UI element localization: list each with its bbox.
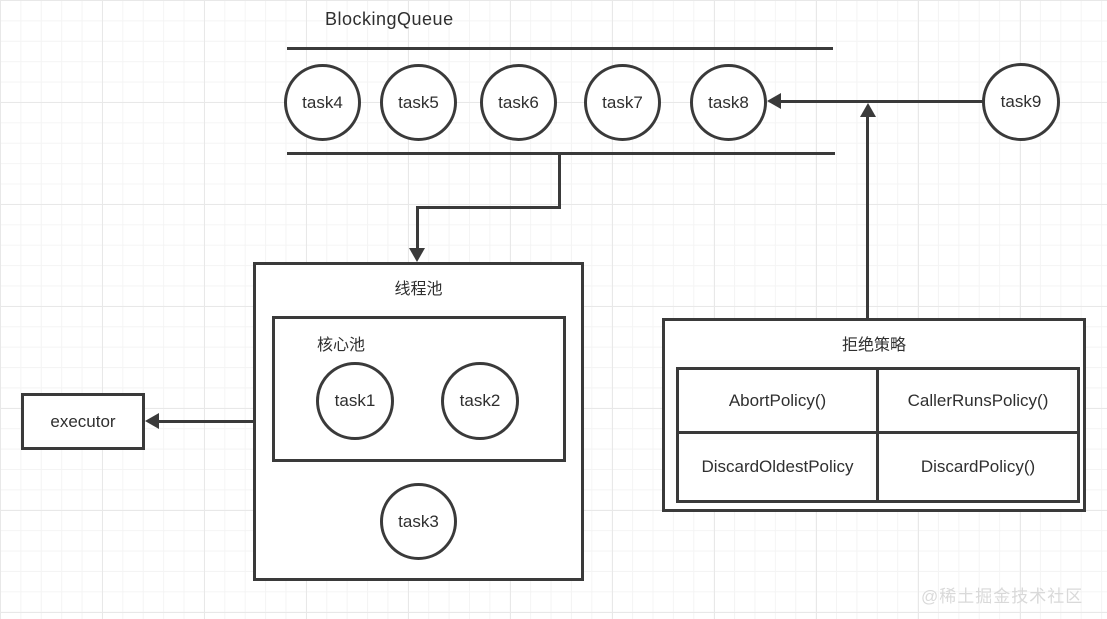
arrow-task9-to-queue-line — [779, 100, 983, 103]
rejection-policy-grid: AbortPolicy() CallerRunsPolicy() Discard… — [676, 367, 1080, 503]
policy-cell-discard-oldest: DiscardOldestPolicy — [679, 434, 879, 500]
executor-label: executor — [50, 411, 116, 431]
core-task-circle-task1: task1 — [316, 362, 394, 440]
executor-box: executor — [21, 393, 145, 450]
task-label: task2 — [459, 391, 501, 410]
policy-cell-discard: DiscardPolicy() — [920, 457, 1036, 476]
arrow-pool-to-executor-line — [157, 420, 254, 423]
queue-to-pool-connector-segment-3 — [416, 206, 419, 250]
task-label: task5 — [398, 92, 439, 112]
blocking-queue-title: BlockingQueue — [325, 9, 454, 29]
task-label: task6 — [498, 92, 539, 112]
arrowhead-left-icon — [767, 93, 781, 109]
rejection-policy-title: 拒绝策略 — [841, 337, 906, 354]
core-pool-title: 核心池 — [317, 337, 366, 354]
queue-task-circle-task4: task4 — [284, 64, 361, 141]
arrowhead-left-icon — [145, 413, 159, 429]
queue-task-circle-task5: task5 — [380, 64, 457, 141]
incoming-task-circle-task9: task9 — [982, 63, 1060, 141]
watermark: @稀土掘金技术社区 — [921, 587, 1084, 606]
core-task-circle-task2: task2 — [441, 362, 519, 440]
task-label: task9 — [1000, 92, 1042, 111]
arrowhead-down-icon — [409, 248, 425, 262]
policy-cell-caller-runs: CallerRunsPolicy() — [879, 370, 1077, 434]
task-label: task3 — [398, 511, 439, 531]
policy-cell-abort: AbortPolicy() — [679, 370, 879, 434]
task-label: task1 — [334, 391, 376, 410]
queue-task-circle-task8: task8 — [690, 64, 767, 141]
core-pool-box: 核心池 — [272, 316, 566, 462]
task-label: task4 — [302, 92, 343, 112]
task-label: task7 — [602, 92, 643, 112]
queue-bottom-rail — [287, 152, 835, 155]
arrow-policy-to-queue-line — [866, 114, 869, 318]
task-label: task8 — [708, 92, 749, 112]
queue-top-rail — [287, 47, 833, 50]
queue-task-circle-task7: task7 — [584, 64, 661, 141]
arrowhead-up-icon — [860, 103, 876, 117]
rejection-policy-box: 拒绝策略 AbortPolicy() CallerRunsPolicy() Di… — [662, 318, 1086, 512]
queue-to-pool-connector-segment-2 — [416, 206, 561, 209]
queue-to-pool-connector-segment-1 — [558, 154, 561, 209]
queue-task-circle-task6: task6 — [480, 64, 557, 141]
thread-pool-title: 线程池 — [394, 281, 443, 298]
pool-task-circle-task3: task3 — [380, 483, 457, 560]
